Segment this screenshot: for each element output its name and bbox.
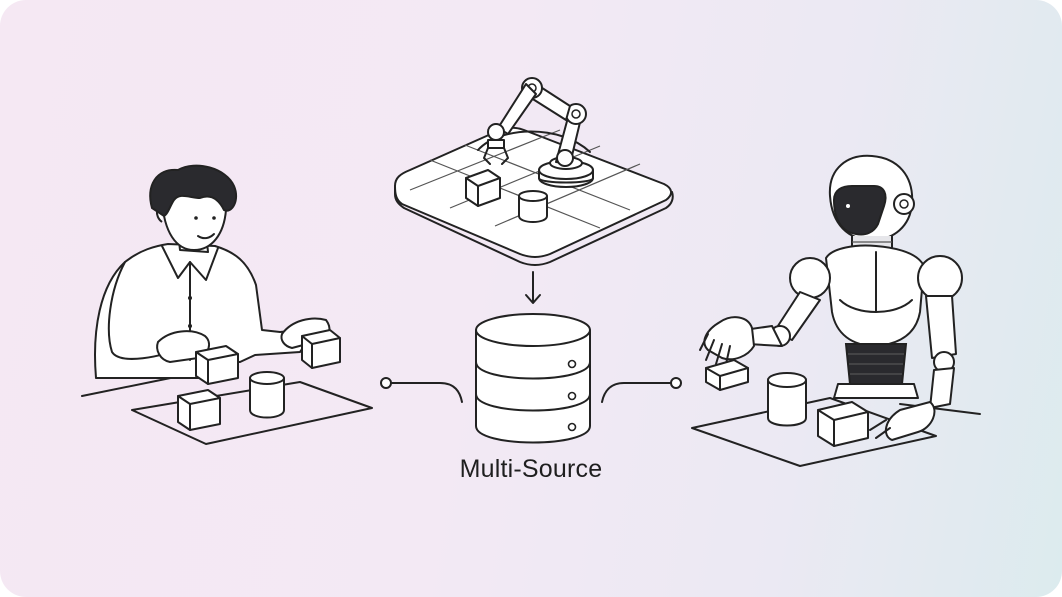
robot-arm-simulation-icon (394, 77, 674, 266)
human-demonstrator-icon (81, 164, 373, 445)
connector-humanoid-to-database (601, 377, 682, 403)
diagram-caption: Multi-Source (459, 455, 603, 483)
humanoid-robot-icon (691, 154, 981, 467)
database-icon (475, 313, 591, 444)
connector-human-to-database (380, 377, 463, 403)
arrow-simulation-to-database (525, 271, 541, 304)
